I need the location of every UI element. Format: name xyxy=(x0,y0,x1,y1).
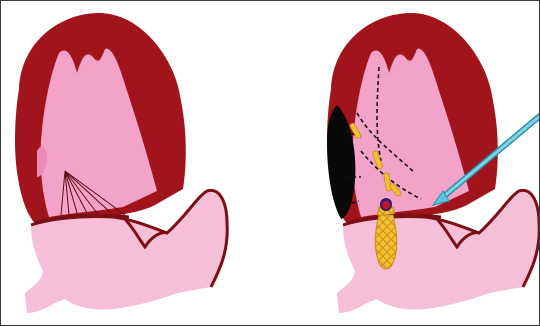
panel-left xyxy=(15,13,227,313)
marker-dot-front xyxy=(381,200,391,210)
panel-right xyxy=(327,13,540,313)
crosshatched-band-front xyxy=(375,215,397,269)
